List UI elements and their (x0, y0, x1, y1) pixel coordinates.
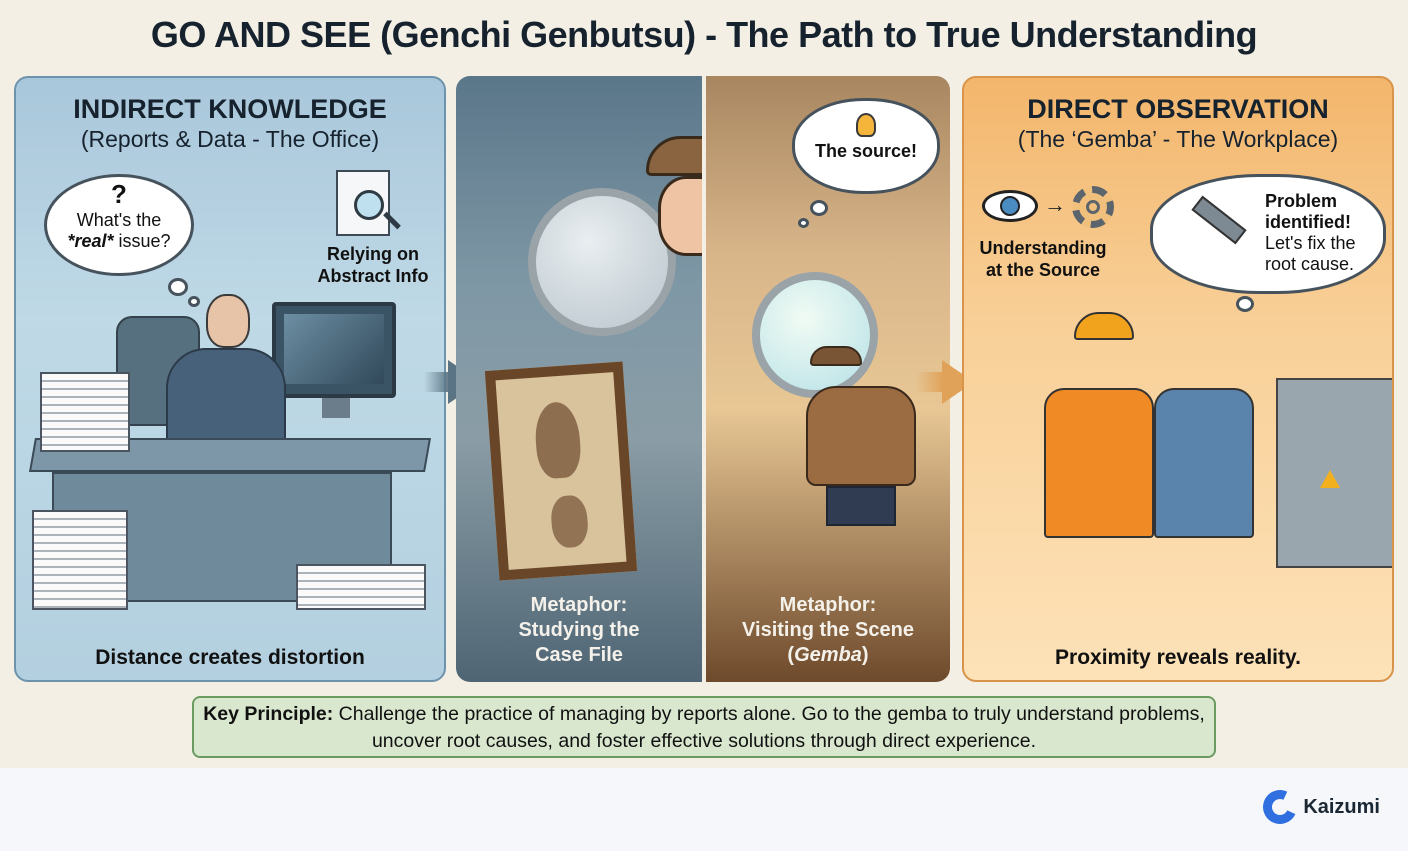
hard-hat-worker (1074, 312, 1134, 340)
lightbulb-icon (856, 113, 876, 137)
monitor-stand (322, 398, 350, 418)
caption-line: Metaphor: (530, 594, 628, 616)
panel-subheading: (Reports & Data - The Office) (80, 126, 380, 152)
gear-icon (1072, 186, 1114, 228)
understanding-at-source-label: Understanding at the Source (979, 238, 1107, 280)
metaphor-caption-scene: Metaphor: Visiting the Scene (Gemba) (706, 593, 950, 668)
panel-subheading: (The ‘Gemba’ - The Workplace) (1017, 126, 1339, 152)
report-stack (32, 510, 128, 610)
thought-bubble-problem: Problem identified! Let's fix the root c… (1150, 174, 1386, 294)
thought-dot (188, 296, 200, 307)
paren: ( (787, 644, 795, 666)
panel-caption: Proximity reveals reality. (1055, 646, 1301, 669)
brand-name: Kaizumi (1303, 795, 1380, 818)
page-title: GO AND SEE (Genchi Genbutsu) - The Path … (150, 14, 1258, 55)
relying-on-abstract-info-label: Relying on Abstract Info (317, 244, 429, 286)
emphasis-real: *real* (67, 231, 114, 251)
key-principle-box: Key Principle: Challenge the practice of… (192, 696, 1216, 758)
arrow-shaft (916, 372, 944, 392)
thought-text: The source! (814, 141, 918, 161)
thought-dot (168, 278, 188, 296)
case-file-frame (484, 361, 638, 581)
key-principle-text: Challenge the practice of managing by re… (333, 703, 1205, 752)
crouching-detective-illustration (806, 346, 916, 536)
brand-logo: Kaizumi (1258, 785, 1380, 829)
panel-metaphor-case-file: Metaphor: Studying the Case File (456, 76, 702, 682)
document-magnifier-icon (336, 170, 401, 236)
panel-direct-observation: DIRECT OBSERVATION (The ‘Gemba’ - The Wo… (962, 76, 1394, 682)
kaizumi-logo-icon (1258, 785, 1303, 829)
workers-illustration (1004, 298, 1392, 628)
bolt-icon (1191, 195, 1247, 245)
thought-text: What's the (76, 210, 162, 230)
eye-icon (982, 190, 1038, 222)
warning-icon (1320, 470, 1340, 488)
person-head (206, 294, 250, 348)
detective-illustration (636, 136, 702, 336)
thought-text: Let's fix the root cause. (1265, 233, 1356, 274)
panel-indirect-knowledge: INDIRECT KNOWLEDGE (Reports & Data - The… (14, 76, 446, 682)
thought-dot (1236, 296, 1254, 312)
footprint-icon (533, 400, 583, 480)
thought-text-rest: issue? (113, 231, 171, 251)
caption-line: Studying the (518, 619, 640, 641)
data-papers (296, 564, 426, 610)
footprint-icon (549, 494, 590, 549)
panel-caption: Distance creates distortion (95, 646, 365, 669)
arrow-shaft (424, 372, 450, 392)
caption-line: Metaphor: (779, 594, 877, 616)
thought-text-line2: *real* issue? (47, 231, 191, 252)
arrow-icon: → (1044, 192, 1066, 217)
report-stack (40, 372, 130, 452)
panel-metaphor-scene: The source! Metaphor: Visiting the Scene… (706, 76, 950, 682)
infographic-canvas: GO AND SEE (Genchi Genbutsu) - The Path … (0, 0, 1408, 768)
metaphor-caption-case-file: Metaphor: Studying the Case File (456, 593, 702, 668)
thought-dot (810, 200, 828, 216)
panel-heading: DIRECT OBSERVATION (1027, 94, 1329, 124)
panel-heading: INDIRECT KNOWLEDGE (73, 94, 387, 124)
thought-dot (798, 218, 809, 228)
office-worker-illustration (16, 288, 444, 618)
paren: ) (861, 644, 869, 666)
caption-line: Visiting the Scene (742, 619, 914, 641)
caption-line: (Gemba) (706, 643, 950, 668)
person-body (166, 348, 286, 448)
monitor (272, 302, 396, 398)
worker-safety-vest (1044, 388, 1154, 538)
worker-blue-shirt (1154, 388, 1254, 538)
key-principle-label: Key Principle: (203, 703, 334, 725)
emphasis-gemba: Gemba (794, 644, 862, 666)
thought-bold: Problem identified! (1265, 191, 1351, 232)
caption-line: Case File (535, 644, 623, 666)
question-icon: ? (111, 179, 127, 209)
thought-bubble-question: ? What's the *real* issue? (44, 174, 194, 276)
thought-bubble-source: The source! (792, 98, 940, 194)
magnifying-glass-footprint-icon (528, 188, 676, 336)
